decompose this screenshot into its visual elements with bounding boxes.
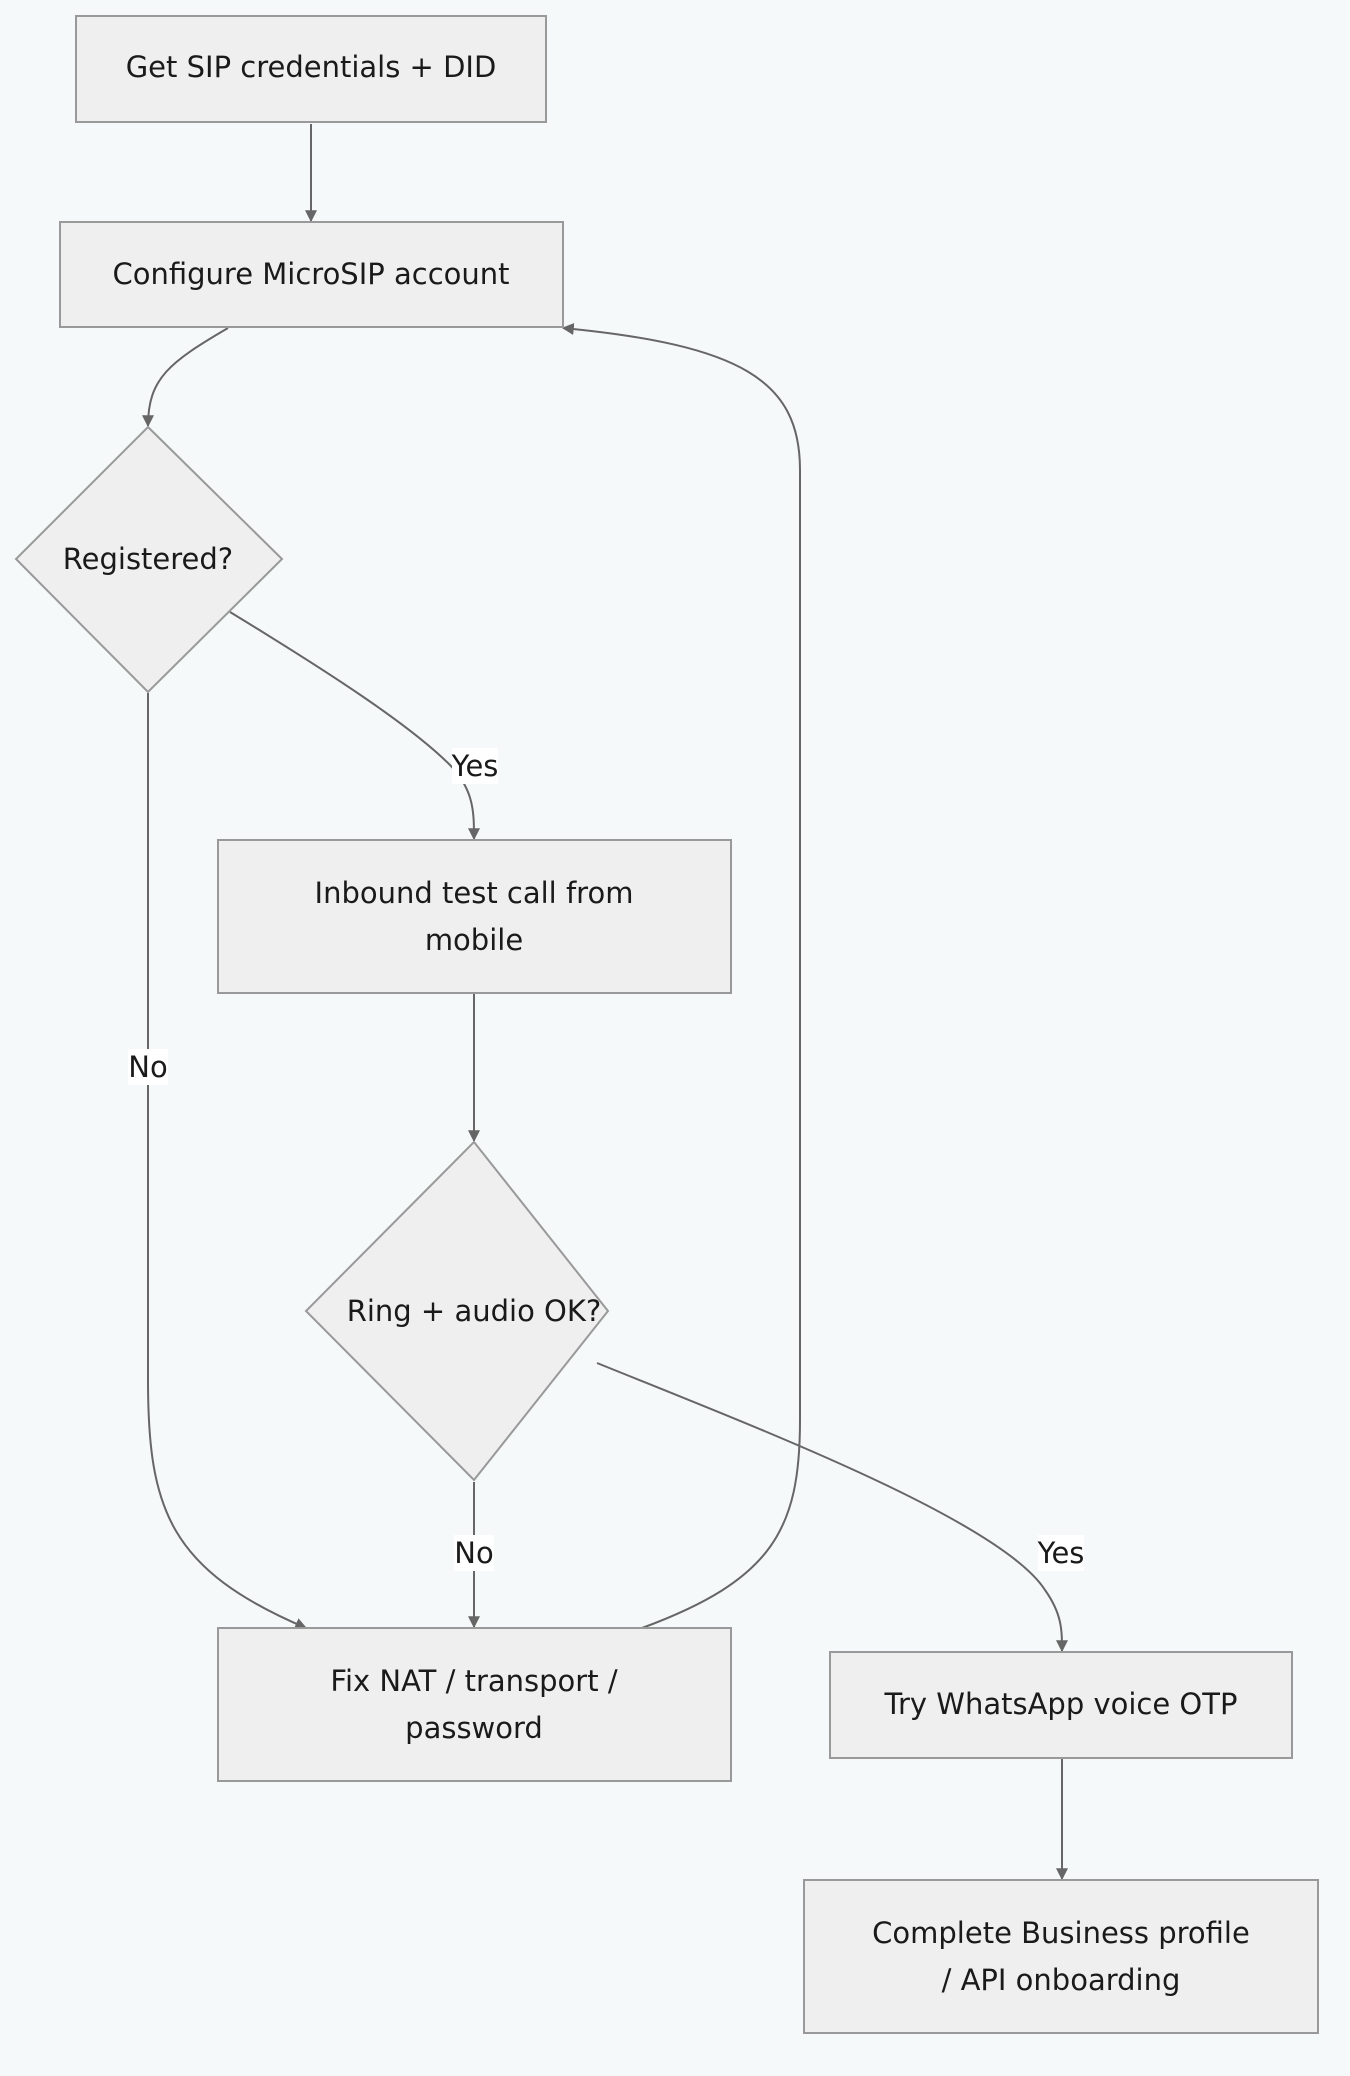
node-label: / API onboarding xyxy=(942,1963,1181,1997)
edge-label-ring-audio-no: No xyxy=(454,1535,494,1571)
edge-configure-to-registered xyxy=(142,327,229,428)
node-label: Registered? xyxy=(63,542,233,576)
node-label: Complete Business profile xyxy=(872,1916,1250,1950)
edge-label-text: Yes xyxy=(451,749,499,783)
edge-label-text: Yes xyxy=(1037,1536,1085,1570)
edge-registered-to-inbound-test xyxy=(229,611,480,841)
node-get-sip-credentials: Get SIP credentials + DID xyxy=(75,15,547,123)
node-registered-decision: Registered? xyxy=(14,425,284,694)
node-ring-audio-decision: Ring + audio OK? xyxy=(304,1140,610,1482)
node-try-whatsapp-otp: Try WhatsApp voice OTP xyxy=(829,1651,1293,1759)
node-complete-business-profile: Complete Business profile / API onboardi… xyxy=(803,1879,1319,2034)
node-label: mobile xyxy=(425,923,523,957)
node-label: Try WhatsApp voice OTP xyxy=(884,1687,1238,1721)
edge-label-text: No xyxy=(454,1536,493,1570)
node-configure-microsip: Configure MicroSIP account xyxy=(59,221,564,328)
edge-label-registered-yes: Yes xyxy=(451,748,499,784)
node-label: password xyxy=(405,1711,543,1745)
edge-label-text: No xyxy=(128,1050,167,1084)
node-label: Fix NAT / transport / xyxy=(330,1664,617,1698)
node-label: Configure MicroSIP account xyxy=(112,257,509,291)
node-fix-nat: Fix NAT / transport / password xyxy=(217,1627,732,1782)
edge-label-ring-audio-yes: Yes xyxy=(1037,1535,1085,1571)
edge-label-registered-no: No xyxy=(128,1049,168,1085)
node-label: Ring + audio OK? xyxy=(347,1294,602,1328)
edge-ring-audio-to-try-whatsapp xyxy=(596,1362,1068,1653)
edge-fix-nat-to-configure xyxy=(561,323,801,1629)
node-label: Inbound test call from xyxy=(315,876,634,910)
node-label: Get SIP credentials + DID xyxy=(126,50,497,84)
edge-registered-to-fix-nat xyxy=(147,693,308,1630)
node-inbound-test-call: Inbound test call from mobile xyxy=(217,839,732,994)
